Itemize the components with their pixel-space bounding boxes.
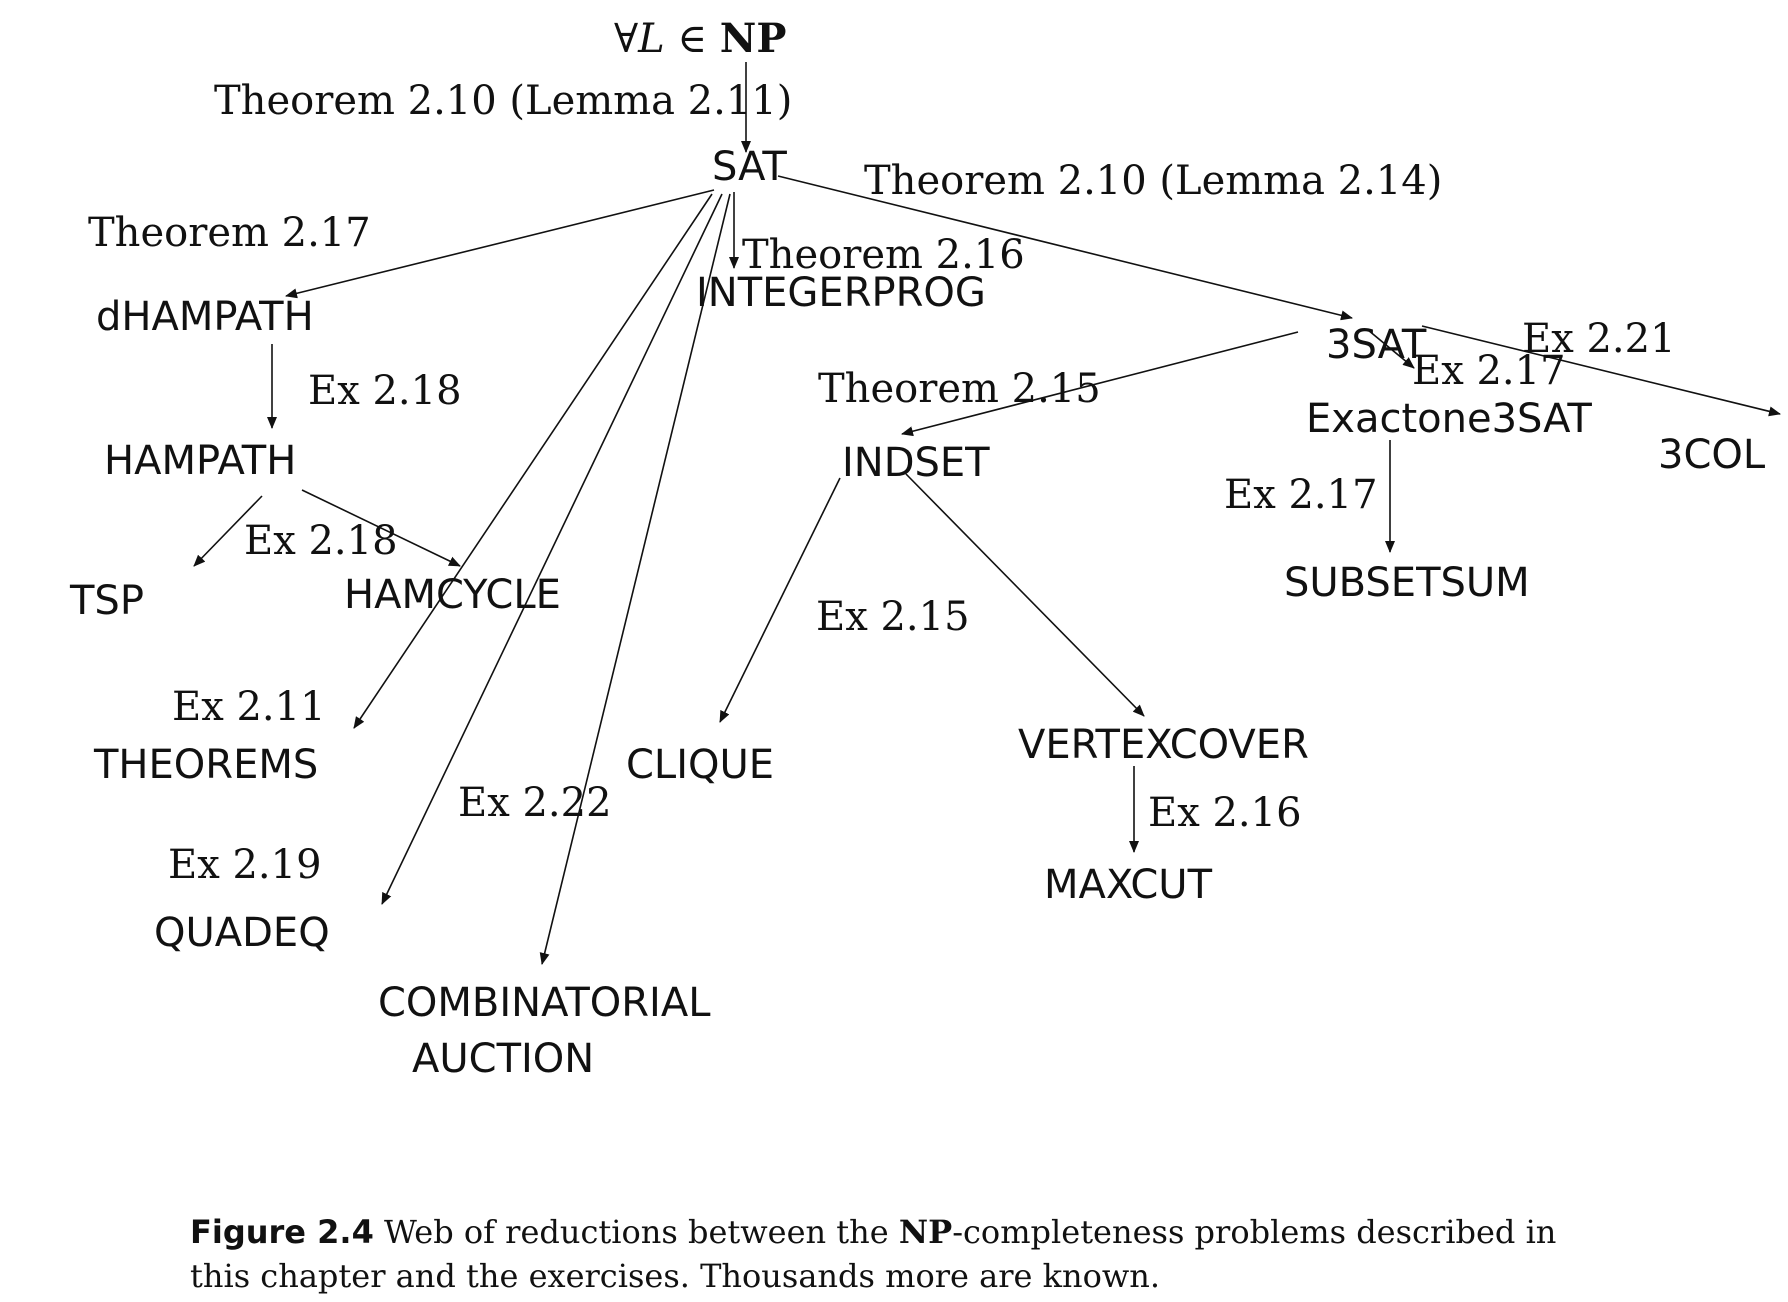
edge-hampath-tsp [193,495,263,567]
edge-sat-quadeq [381,193,723,905]
label-sat-theorems: Ex 2.11 [172,684,326,730]
edge-hampath-hamcycle [301,489,461,567]
figure-caption: Figure 2.4 Web of reductions between the… [190,1210,1610,1298]
label-sat-integerprog: Theorem 2.16 [742,232,1025,278]
edge-indset-clique [719,477,841,723]
edge-3sat-exactone [1367,329,1415,369]
edge-sat-auction [539,193,731,965]
label-sat-quadeq: Ex 2.19 [168,842,322,888]
caption-np: NP [898,1213,953,1251]
caption-text-after: -completeness problems described in this… [190,1213,1557,1295]
edge-3sat-3col [1421,325,1781,417]
node-quadeq: QUADEQ [154,910,330,956]
node-vertexcover: VERTEXCOVER [1018,722,1309,768]
label-np-sat: Theorem 2.10 (Lemma 2.11) [214,78,792,124]
root-prefix: ∀L ∈ [614,16,720,62]
node-maxcut: MAXCUT [1044,862,1213,908]
label-exactone-subsetsum: Ex 2.17 [1224,472,1378,518]
label-3sat-exactone: Ex 2.17 [1412,348,1566,394]
label-vertexcover-maxcut: Ex 2.16 [1148,790,1302,836]
edge-sat-3sat [777,175,1353,321]
node-combinatorial: COMBINATORIAL [378,980,711,1026]
node-dhampath: dHAMPATH [96,294,314,340]
edge-sat-theorems [353,193,713,729]
edge-3sat-indset [901,331,1299,437]
label-hampath-children: Ex 2.18 [244,518,398,564]
nodes: SAT INTEGERPROG dHAMPATH HAMPATH TSP HAM… [69,144,1766,1082]
node-hamcycle: HAMCYCLE [344,572,561,618]
node-integerprog: INTEGERPROG [696,270,986,316]
node-3sat: 3SAT [1326,322,1427,368]
node-auction: AUCTION [412,1036,594,1082]
edges [193,62,1781,965]
edge-indset-vertexcover [905,473,1145,717]
node-exactone3sat: Exactone3SAT [1306,396,1592,442]
label-dhampath-hampath: Ex 2.18 [308,368,462,414]
edge-sat-dhampath [285,189,715,299]
node-hampath: HAMPATH [104,438,296,484]
caption-text-before: Web of reductions between the [373,1213,899,1251]
label-3sat-3col: Ex 2.21 [1522,316,1676,362]
node-theorems: THEOREMS [93,742,318,788]
edge-labels: Theorem 2.10 (Lemma 2.11) Theorem 2.10 (… [88,78,1676,888]
label-sat-auction: Ex 2.22 [458,780,612,826]
node-indset: INDSET [842,440,990,486]
node-clique: CLIQUE [626,742,774,788]
node-3col: 3COL [1658,432,1766,478]
figure-label: Figure 2.4 [190,1213,374,1251]
root-class: NP [720,15,787,62]
node-subsetsum: SUBSETSUM [1284,560,1530,606]
label-indset-clique: Ex 2.15 [816,594,970,640]
label-sat-3sat: Theorem 2.10 (Lemma 2.14) [864,158,1442,204]
node-tsp: TSP [69,578,144,624]
root-class-label: ∀L ∈ NP [614,15,786,62]
label-3sat-indset: Theorem 2.15 [818,366,1101,412]
node-sat: SAT [712,144,787,190]
label-sat-dhampath: Theorem 2.17 [88,210,371,256]
